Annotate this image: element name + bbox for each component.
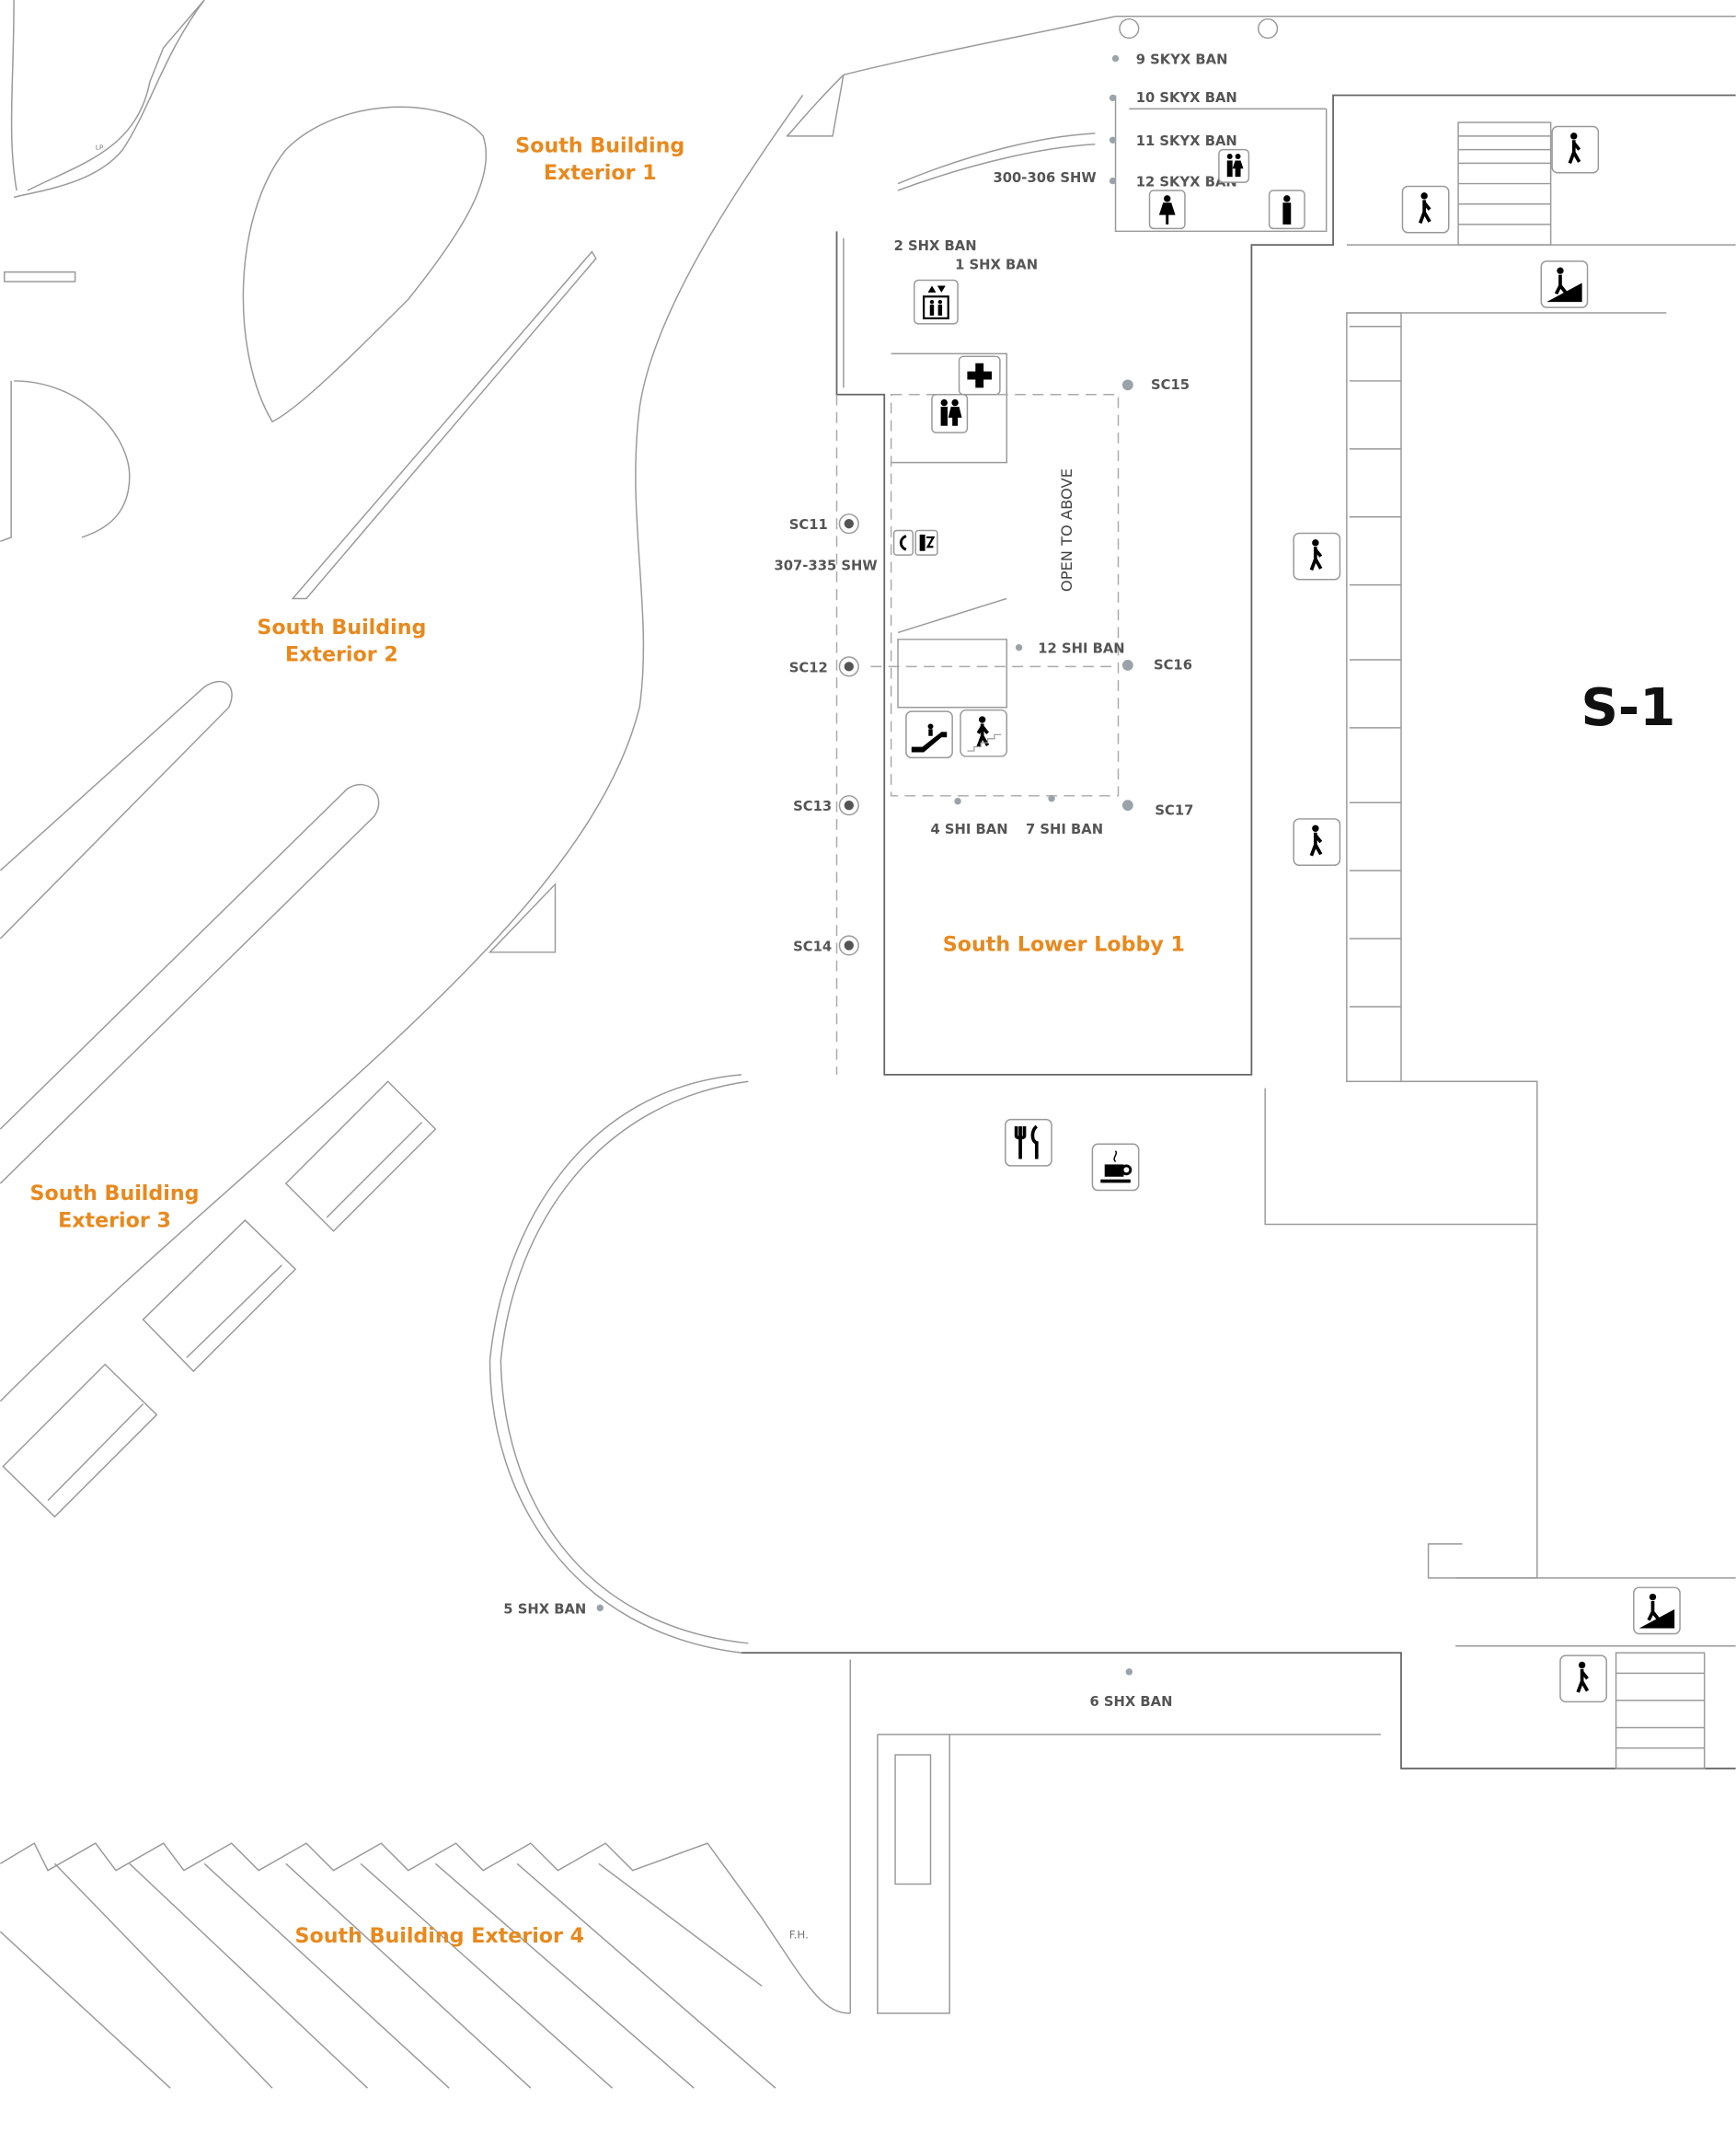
column-label: SC16 (1154, 657, 1192, 673)
first-aid-icon[interactable] (958, 355, 1001, 396)
zone-label-lobby: South Lower Lobby 1 (943, 932, 1185, 956)
stairs-icon[interactable] (1401, 185, 1450, 234)
banner-label: 12 SHI BAN (1038, 641, 1124, 657)
column-label: SC15 (1151, 377, 1190, 393)
banner-label: 307-335 SHW (774, 558, 877, 573)
banner-label: 10 SKYX BAN (1136, 90, 1237, 106)
stairs-icon[interactable] (1293, 532, 1341, 581)
ramp-icon[interactable] (1633, 1586, 1681, 1635)
column-label: SC14 (793, 939, 832, 954)
banner-label: 5 SHX BAN (503, 1601, 586, 1617)
lp-label: LP (96, 144, 104, 152)
zone-label-exterior-2-line2: Exterior 2 (285, 642, 398, 666)
banner-label: 9 SKYX BAN (1136, 52, 1228, 67)
coffee-icon[interactable] (1091, 1143, 1140, 1192)
zone-label-exterior-4: South Building Exterior 4 (295, 1924, 585, 1948)
banner-label: 300-306 SHW (994, 170, 1097, 186)
exterior-outlines (0, 0, 1736, 2089)
floor-label: S-1 (1581, 678, 1675, 738)
phone-icon[interactable] (892, 529, 914, 556)
zone-label-exterior-3-line1: South Building (30, 1182, 200, 1205)
stairs-icon[interactable] (960, 709, 1008, 757)
stairs-icon[interactable] (1293, 818, 1341, 866)
banner-label: 12 SKYX BAN (1136, 175, 1237, 190)
men-restroom-icon[interactable] (1268, 190, 1305, 230)
stairs-icon[interactable] (1551, 125, 1600, 174)
restroom-icon[interactable] (1218, 148, 1250, 183)
zone-label-exterior-1-line1: South Building (515, 134, 684, 158)
column-label: SC17 (1155, 803, 1193, 819)
column-label: SC13 (793, 799, 832, 814)
banner-label: 7 SHI BAN (1026, 822, 1103, 837)
building-walls (489, 94, 1736, 2014)
banner-label: 11 SKYX BAN (1136, 133, 1237, 149)
banner-label: 6 SHX BAN (1089, 1694, 1172, 1710)
column-markers (596, 17, 1279, 1676)
column-label: SC11 (789, 517, 828, 533)
elevator-icon[interactable] (914, 279, 959, 325)
banner-label: 4 SHI BAN (931, 822, 1008, 837)
escalator-icon[interactable] (905, 710, 953, 759)
restaurant-icon[interactable] (1005, 1118, 1052, 1167)
banner-label: 1 SHX BAN (955, 258, 1038, 273)
fire-hose-label: F.H. (789, 1929, 809, 1942)
restroom-icon[interactable] (931, 393, 969, 433)
zone-label-exterior-2-line1: South Building (257, 616, 426, 640)
women-restroom-icon[interactable] (1148, 190, 1186, 230)
column-label: SC12 (789, 660, 828, 675)
open-to-above-label: OPEN TO ABOVE (1058, 468, 1075, 592)
banner-label: 2 SHX BAN (894, 238, 977, 254)
tty-phone-icon[interactable] (914, 529, 938, 556)
zone-label-exterior-1-line2: Exterior 1 (544, 161, 657, 185)
zone-label-exterior-3-line2: Exterior 3 (58, 1208, 171, 1232)
ramp-icon[interactable] (1540, 260, 1589, 308)
stairs-icon[interactable] (1559, 1655, 1607, 1703)
